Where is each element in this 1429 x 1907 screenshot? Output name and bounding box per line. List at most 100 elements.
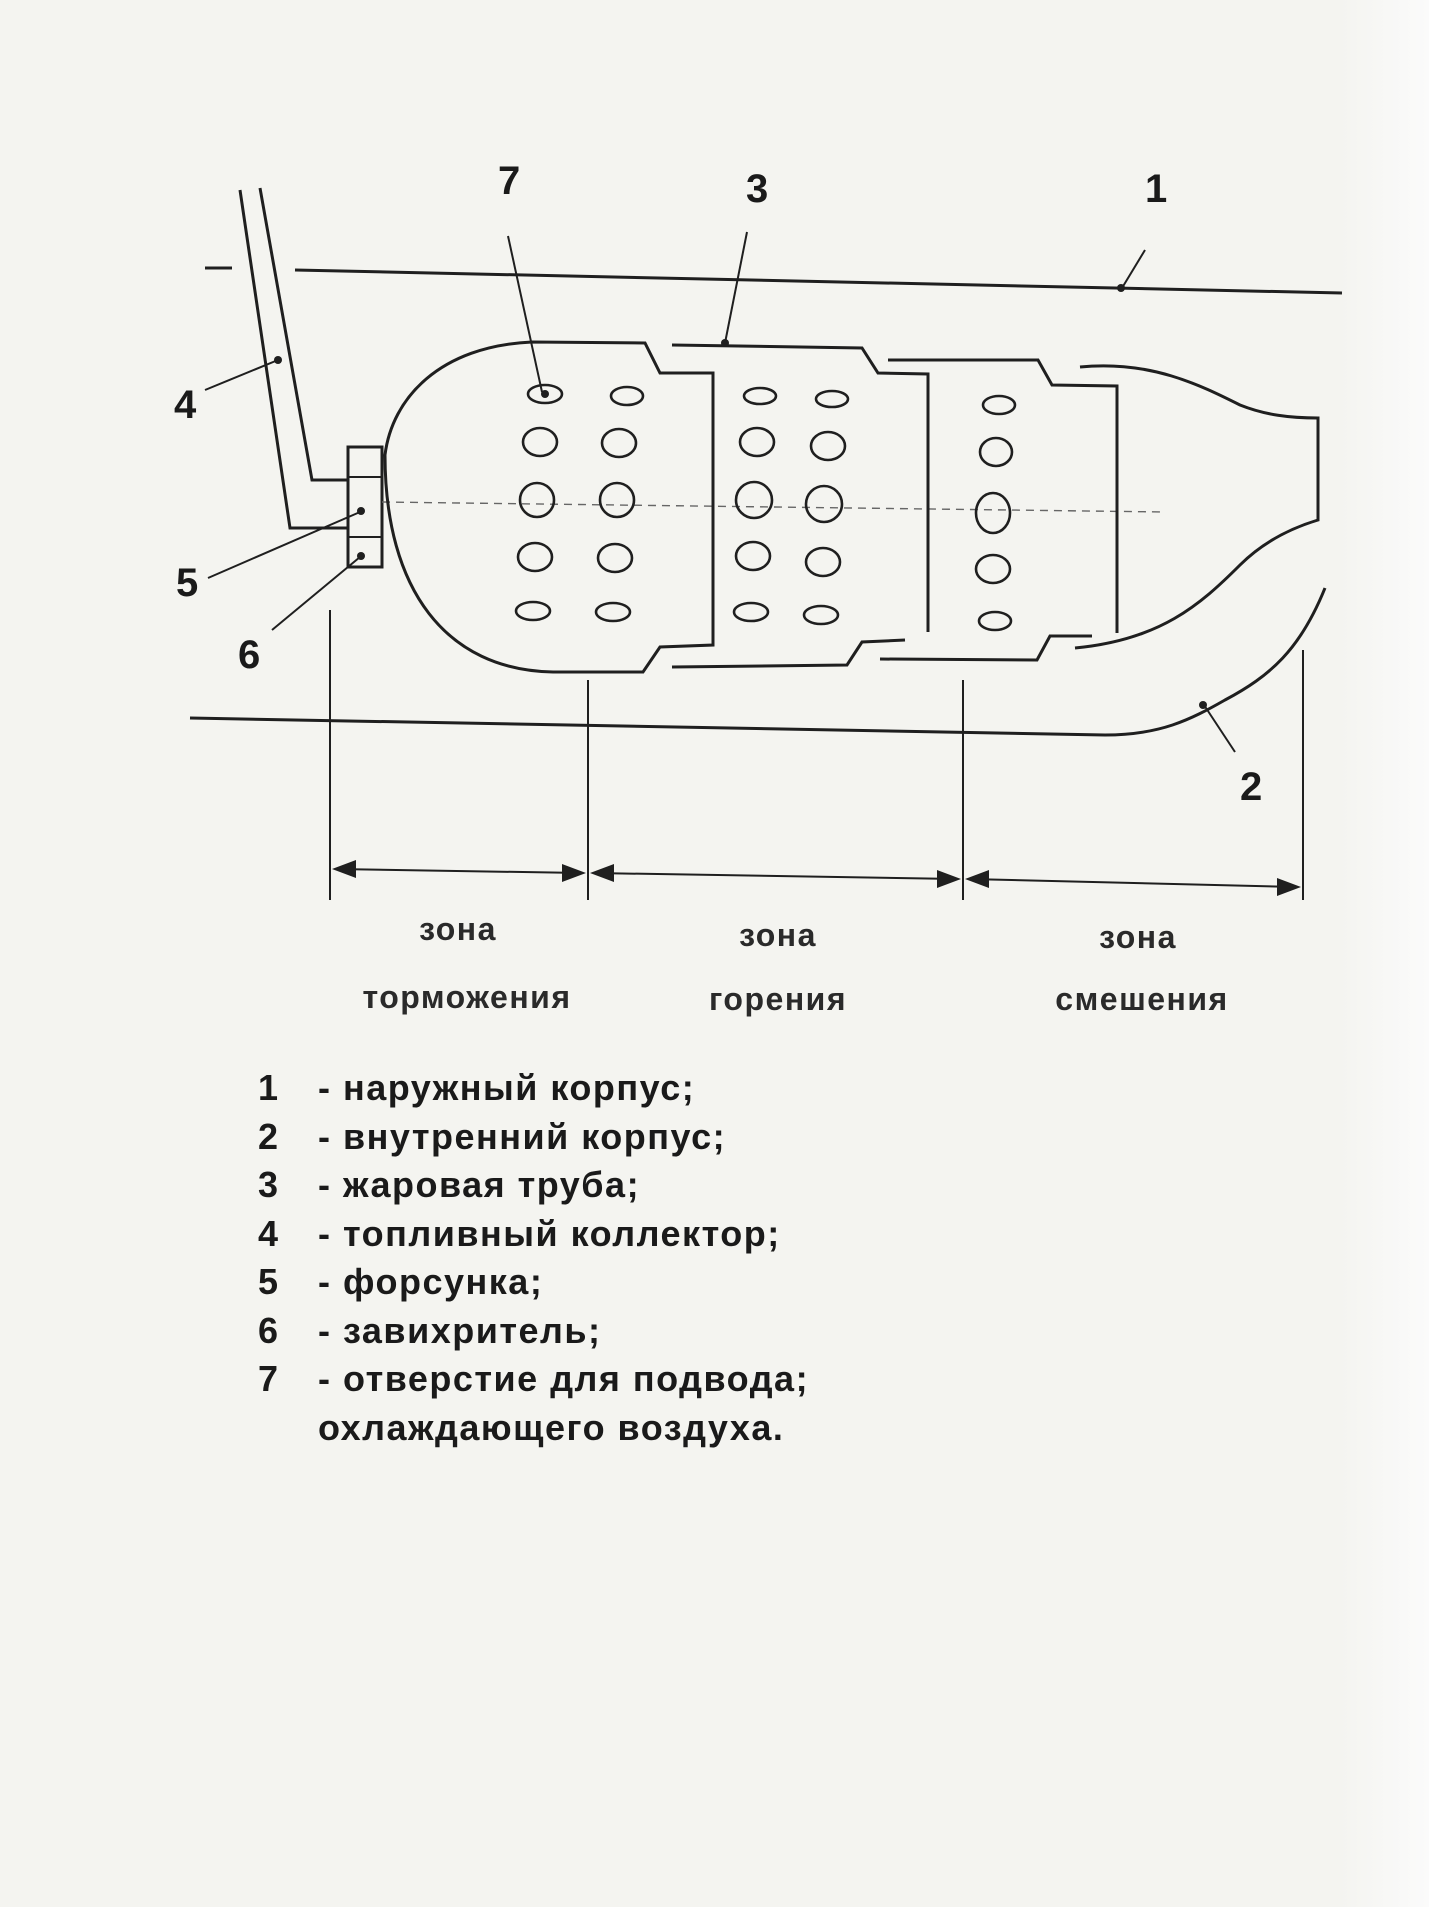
leader-line-5 (207, 511, 361, 579)
legend-text: - топливный коллектор; (318, 1212, 781, 1254)
leader-line-6 (271, 556, 361, 631)
air-hole (974, 553, 1012, 585)
zone-3-line1: зона (1099, 919, 1177, 955)
leader-line-7 (507, 235, 543, 393)
air-hole (734, 540, 772, 572)
leader-dot-3 (721, 339, 729, 347)
dimension-line-1 (335, 868, 583, 874)
flame-tube-section-2-bottom (671, 638, 906, 669)
callout-5: 5 (176, 561, 198, 605)
arrowhead (332, 860, 356, 878)
air-hole (734, 480, 774, 520)
flame-tube-exit-top (1074, 364, 1320, 650)
fuel-manifold-inner (258, 187, 348, 482)
legend-item: 2 - внутренний корпус; (258, 1113, 809, 1162)
air-hole (596, 542, 634, 574)
dimension-line-2 (593, 872, 958, 880)
air-hole (977, 610, 1013, 632)
legend-continuation: охлаждающего воздуха. (318, 1406, 785, 1448)
legend-number: 1 (258, 1067, 280, 1108)
legend-text: - завихритель; (318, 1309, 602, 1351)
air-hole (514, 600, 552, 622)
air-hole (526, 383, 564, 405)
air-hole (981, 394, 1017, 416)
air-hole (521, 426, 559, 458)
air-holes (514, 383, 1017, 632)
callout-4: 4 (174, 383, 197, 427)
flame-tube-dome (383, 340, 715, 674)
legend-number: 7 (258, 1358, 280, 1399)
air-hole-marker (541, 390, 549, 398)
legend-number: 3 (258, 1164, 280, 1205)
leader-lines (204, 231, 1236, 753)
flame-tube-section-2-top (671, 343, 930, 632)
dimension-line-3 (968, 878, 1298, 888)
callout-3: 3 (746, 167, 768, 211)
air-hole (802, 604, 840, 626)
legend-item: 6 - завихритель; (258, 1307, 809, 1356)
legend-item: 5 - форсунка; (258, 1258, 809, 1307)
legend-number: 4 (258, 1212, 280, 1254)
inner-casing-line (189, 587, 1327, 737)
leader-dot-1 (1117, 284, 1125, 292)
legend: 1 - наружный корпус; 2 - внутренний корп… (258, 1064, 809, 1452)
air-hole (804, 546, 842, 578)
legend-text: - наружный корпус; (318, 1067, 696, 1108)
axis-centerline (381, 501, 1166, 513)
air-hole (518, 481, 556, 519)
callout-2: 2 (1240, 765, 1262, 809)
legend-text: - жаровая труба; (318, 1164, 641, 1205)
callout-1: 1 (1145, 167, 1167, 211)
legend-item: 7 - отверстие для подвода; (258, 1355, 809, 1404)
leader-dot-4 (274, 356, 282, 364)
air-hole (609, 385, 645, 407)
arrowhead (1277, 878, 1301, 896)
air-hole (738, 426, 776, 458)
zone-3-line2: смешения (1055, 981, 1228, 1017)
air-hole (598, 481, 636, 519)
arrowhead (965, 870, 989, 888)
air-hole (594, 601, 632, 623)
zone-1-line1: зона (419, 911, 497, 947)
air-hole (516, 541, 554, 573)
dimension-arrows (332, 860, 1301, 896)
legend-item: 3 - жаровая труба; (258, 1161, 809, 1210)
leader-line-2 (1203, 704, 1236, 753)
air-hole (732, 601, 770, 623)
leader-line-4 (204, 359, 279, 391)
legend-text: - отверстие для подвода; (318, 1358, 810, 1399)
legend-number: 6 (258, 1309, 280, 1351)
zone-2-line2: горения (709, 981, 847, 1017)
air-hole (809, 430, 847, 462)
air-hole (600, 427, 638, 459)
callout-6: 6 (238, 633, 260, 677)
fuel-manifold-outer (238, 189, 348, 530)
nozzle-swirler-block (346, 445, 384, 569)
air-hole (974, 491, 1012, 535)
legend-item: 4 - топливный коллектор; (258, 1210, 809, 1259)
air-hole (978, 436, 1014, 468)
leader-dot-6 (357, 552, 365, 560)
leader-line-3 (724, 231, 748, 344)
zone-1-line2: торможения (362, 979, 571, 1015)
air-hole (804, 484, 844, 524)
air-hole (742, 386, 778, 406)
arrowhead (937, 870, 961, 888)
air-hole (814, 389, 850, 409)
arrowhead (590, 864, 614, 882)
callout-7: 7 (498, 159, 520, 203)
flame-tube-section-3-top (888, 358, 1119, 633)
legend-number: 2 (258, 1115, 280, 1157)
leader-dot-5 (357, 507, 365, 515)
arrowhead (562, 864, 586, 882)
leader-dot-2 (1199, 701, 1207, 709)
legend-number: 5 (258, 1261, 280, 1302)
legend-text: - форсунка; (318, 1261, 544, 1302)
zone-2-line1: зона (739, 917, 817, 953)
legend-text: - внутренний корпус; (318, 1115, 727, 1157)
legend-item: 1 - наружный корпус; (258, 1064, 809, 1113)
leader-line-1 (1121, 249, 1146, 289)
flame-tube-section-3-bottom (879, 634, 1092, 662)
